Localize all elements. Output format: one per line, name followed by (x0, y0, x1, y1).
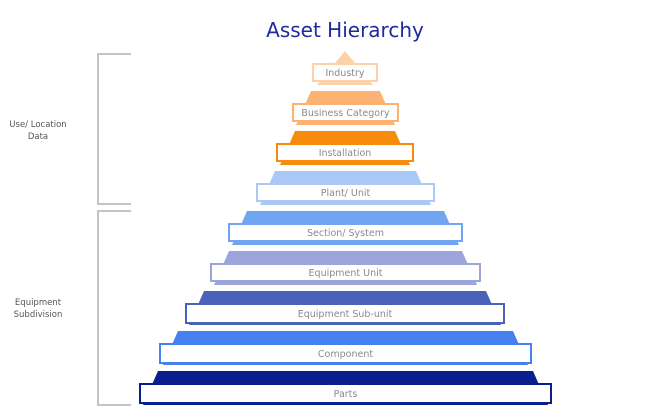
group-label-line: Equipment (14, 298, 62, 308)
group-label-line: Use/ Location (9, 120, 67, 130)
level-label: Equipment Unit (309, 268, 383, 279)
level-label: Industry (325, 68, 364, 79)
level-label: Business Category (301, 108, 390, 119)
level-label-box (159, 343, 532, 364)
pyramid-level-installation: Installation (276, 131, 414, 165)
level-label: Installation (319, 148, 372, 159)
group-label-use-location: Use/ Location Data (0, 119, 76, 143)
group-label-line: Subdivision (13, 310, 63, 320)
level-label-box (139, 383, 552, 404)
level-label: Equipment Sub-unit (298, 309, 393, 320)
pyramid-level-business-category: Business Category (292, 91, 399, 125)
level-label-box (292, 103, 399, 122)
level-label-box (210, 263, 481, 282)
pyramid-level-equipment-sub-unit: Equipment Sub-unit (185, 291, 505, 325)
pyramid-level-parts: Parts (139, 371, 552, 405)
pyramid-level-component: Component (159, 331, 532, 365)
level-label-box (185, 303, 505, 324)
bracket-use-location (97, 53, 131, 205)
pyramid-level-equipment-unit: Equipment Unit (210, 251, 481, 285)
level-label: Component (318, 349, 373, 360)
group-label-line: Data (27, 132, 49, 142)
level-label-box (228, 223, 463, 242)
level-label: Parts (334, 389, 358, 400)
diagram-title: Asset Hierarchy (266, 18, 424, 42)
pyramid-level-plant-unit: Plant/ Unit (256, 171, 435, 205)
bracket-equipment-subdivision (97, 210, 131, 406)
pyramid-level-section-system: Section/ System (228, 211, 463, 245)
level-label-box (256, 183, 435, 202)
group-label-equipment-subdivision: Equipment Subdivision (0, 297, 76, 321)
pyramid-level-industry: Industry (312, 51, 378, 85)
level-label-box (276, 143, 414, 162)
level-label: Section/ System (307, 228, 384, 239)
level-label: Plant/ Unit (321, 188, 371, 199)
level-label-box (312, 63, 378, 82)
